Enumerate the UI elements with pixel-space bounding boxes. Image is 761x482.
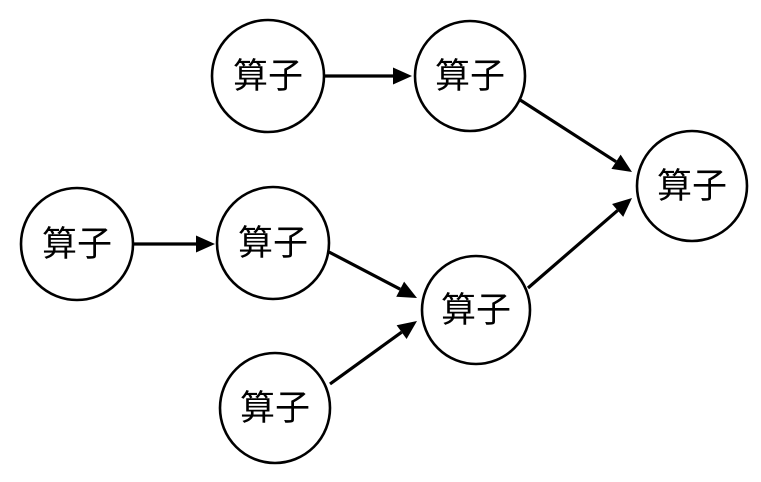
edges-layer (134, 67, 632, 386)
operator-node[interactable]: 算子 (413, 19, 527, 133)
arrowhead-icon (611, 154, 632, 172)
operator-node[interactable]: 算子 (420, 254, 532, 366)
arrowhead-icon (612, 198, 632, 217)
node-circle[interactable] (19, 186, 135, 302)
operator-node[interactable]: 算子 (218, 351, 332, 465)
node-circle[interactable] (420, 254, 532, 366)
node-label: 算子 (441, 291, 511, 331)
edge-arrow (328, 250, 417, 298)
edge-arrow (526, 198, 632, 290)
node-circle[interactable] (210, 18, 326, 134)
arrowhead-icon (196, 235, 215, 253)
edge-arrow (329, 321, 417, 386)
edge-arrow (325, 67, 412, 85)
nodes-layer: 算子算子算子算子算子算子算子 (19, 18, 749, 465)
operator-node[interactable]: 算子 (19, 186, 135, 302)
edge-line (328, 250, 401, 291)
edge-arrow (134, 235, 215, 253)
operator-node[interactable]: 算子 (215, 185, 331, 301)
operator-node[interactable]: 算子 (210, 18, 326, 134)
arrowhead-icon (396, 281, 417, 298)
edge-arrow (513, 94, 632, 172)
node-label: 算子 (657, 167, 727, 207)
node-label: 算子 (238, 224, 308, 264)
node-label: 算子 (233, 57, 303, 97)
node-circle[interactable] (215, 185, 331, 301)
node-label: 算子 (42, 225, 112, 265)
arrowhead-icon (396, 321, 417, 340)
node-circle[interactable] (635, 129, 749, 243)
edge-line (329, 330, 403, 386)
edge-line (513, 94, 617, 164)
node-circle[interactable] (413, 19, 527, 133)
arrowhead-icon (393, 67, 412, 85)
edge-line (526, 209, 619, 290)
node-label: 算子 (240, 389, 310, 429)
node-label: 算子 (435, 57, 505, 97)
node-circle[interactable] (218, 351, 332, 465)
operator-node[interactable]: 算子 (635, 129, 749, 243)
